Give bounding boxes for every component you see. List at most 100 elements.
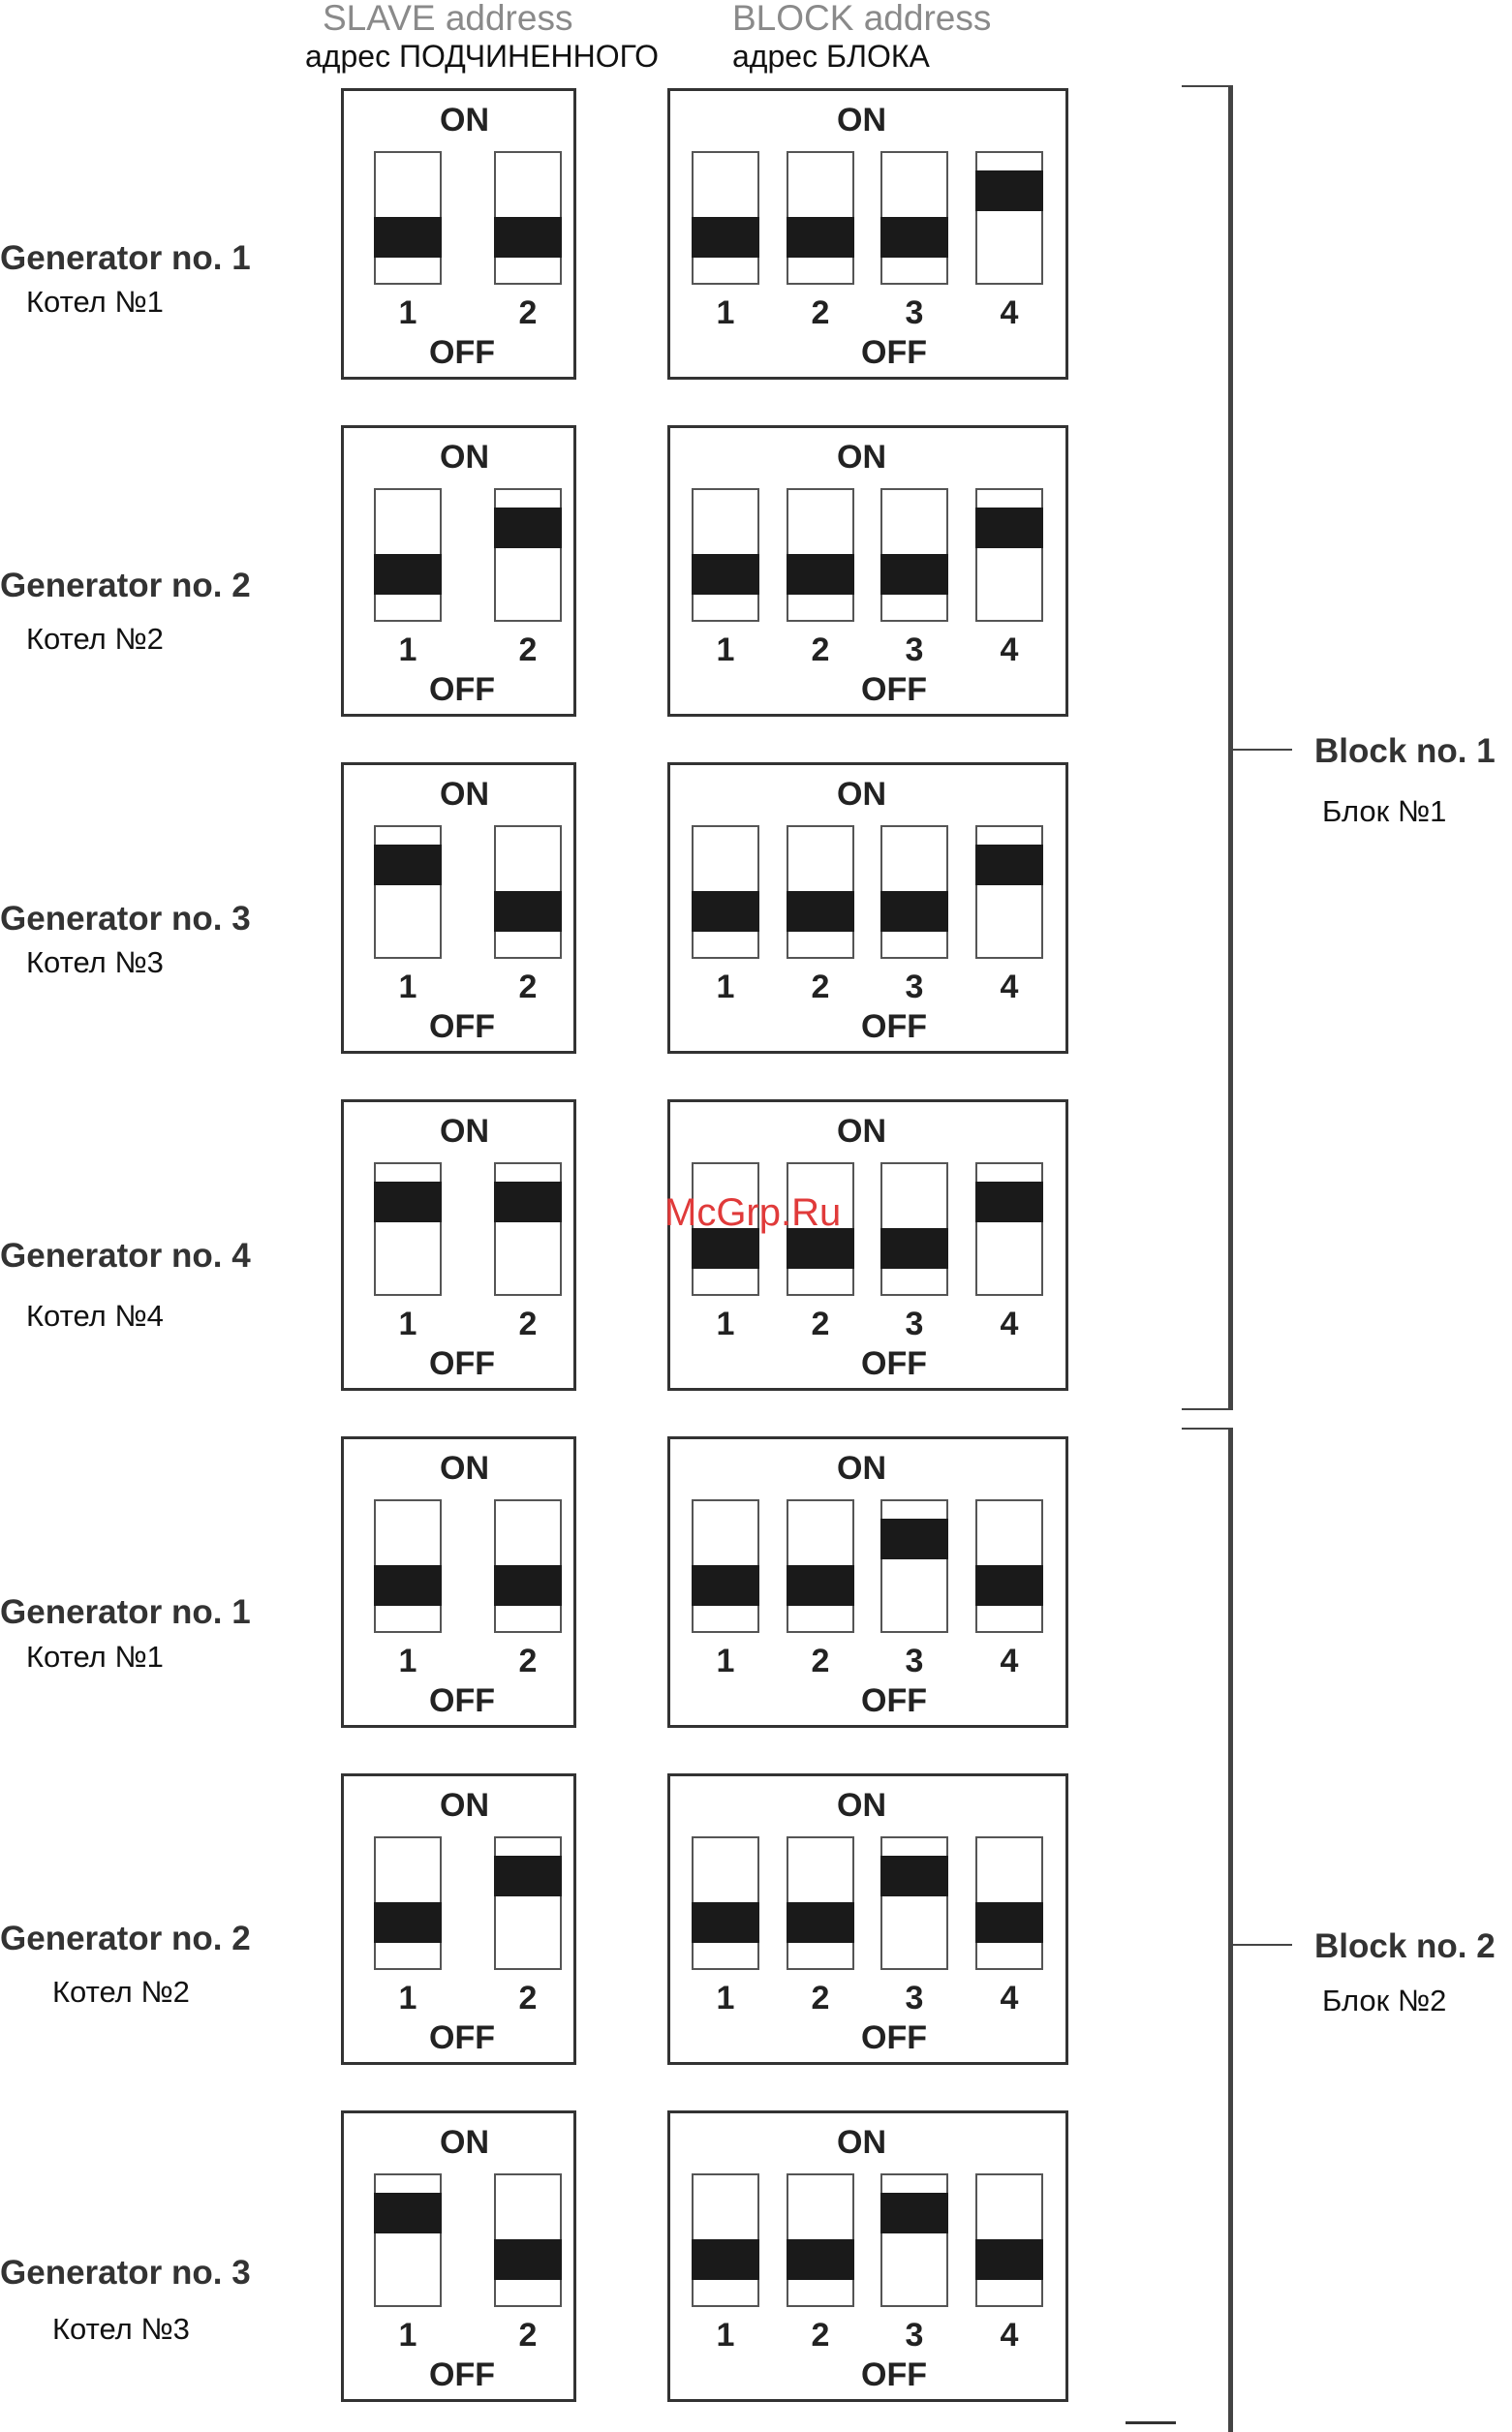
dip-switch-1[interactable] xyxy=(692,151,759,285)
on-label: ON xyxy=(440,1113,489,1150)
switch-number: 1 xyxy=(398,631,417,668)
switch-lever xyxy=(880,2193,948,2233)
dip-switch-4[interactable] xyxy=(975,2173,1043,2307)
dip-switch-2[interactable] xyxy=(494,825,562,959)
dip-switch-2[interactable] xyxy=(787,1499,854,1633)
switch-number: 4 xyxy=(1000,2317,1019,2354)
off-label: OFF xyxy=(861,1345,927,1382)
dip-switch-3[interactable] xyxy=(880,1499,948,1633)
dip-switch-4[interactable] xyxy=(975,488,1043,622)
switch-lever xyxy=(692,1228,759,1269)
dip-switch-1[interactable] xyxy=(374,2173,442,2307)
dip-switch-2[interactable] xyxy=(494,151,562,285)
dip-switch-2[interactable] xyxy=(787,488,854,622)
block-1-label: Block no. 1 xyxy=(1314,732,1496,770)
dip-switch-2[interactable] xyxy=(494,2173,562,2307)
dip-switch-1[interactable] xyxy=(692,1162,759,1296)
dip-switch-1[interactable] xyxy=(692,1499,759,1633)
dip-switch-4[interactable] xyxy=(975,825,1043,959)
dip-switch-2[interactable] xyxy=(787,2173,854,2307)
on-label: ON xyxy=(440,439,489,476)
dip-switch-3[interactable] xyxy=(880,2173,948,2307)
dip-switch-2[interactable] xyxy=(494,1499,562,1633)
switch-number: 3 xyxy=(905,294,924,331)
switch-number: 2 xyxy=(811,1306,830,1342)
switch-lever xyxy=(787,1565,854,1606)
switch-number: 3 xyxy=(905,631,924,668)
switch-lever xyxy=(494,1182,562,1222)
switch-lever xyxy=(692,891,759,932)
switch-number: 1 xyxy=(716,1306,735,1342)
dip-switch-1[interactable] xyxy=(692,1836,759,1970)
generator-label: Generator no. 3 xyxy=(0,900,251,938)
dip-switch-2[interactable] xyxy=(494,488,562,622)
dip-switch-3[interactable] xyxy=(880,825,948,959)
dip-switch-1[interactable] xyxy=(692,488,759,622)
bracket-line xyxy=(1228,85,1233,1410)
generator-label: Generator no. 4 xyxy=(0,1237,251,1275)
dip-switch-2[interactable] xyxy=(787,825,854,959)
switch-number: 1 xyxy=(398,969,417,1005)
on-label: ON xyxy=(440,1787,489,1824)
switch-number: 2 xyxy=(518,1980,538,2016)
dip-switch-1[interactable] xyxy=(374,1499,442,1633)
generator-label-ru: Котел №2 xyxy=(52,1975,190,2009)
off-label: OFF xyxy=(429,671,495,708)
switch-number: 2 xyxy=(518,1306,538,1342)
dip-switch-3[interactable] xyxy=(880,488,948,622)
switch-number: 1 xyxy=(716,2317,735,2354)
on-label: ON xyxy=(837,102,886,139)
switch-number: 2 xyxy=(518,1643,538,1679)
dip-switch-4[interactable] xyxy=(975,1162,1043,1296)
dip-switch-1[interactable] xyxy=(374,151,442,285)
switch-lever xyxy=(880,217,948,258)
off-label: OFF xyxy=(861,2019,927,2056)
dip-switch-4[interactable] xyxy=(975,1836,1043,1970)
switch-number: 4 xyxy=(1000,294,1019,331)
on-label: ON xyxy=(440,102,489,139)
switch-lever xyxy=(692,217,759,258)
switch-number: 2 xyxy=(518,294,538,331)
switch-lever xyxy=(975,170,1043,211)
dip-switch-1[interactable] xyxy=(692,825,759,959)
dip-switch-2[interactable] xyxy=(494,1836,562,1970)
dip-switch-1[interactable] xyxy=(374,1836,442,1970)
switch-number: 4 xyxy=(1000,969,1019,1005)
switch-number: 2 xyxy=(518,2317,538,2354)
generator-label-ru: Котел №1 xyxy=(26,1640,164,1674)
dip-switch-2[interactable] xyxy=(494,1162,562,1296)
dip-switch-2[interactable] xyxy=(787,1836,854,1970)
block-address-title-ru: адрес БЛОКА xyxy=(732,39,930,74)
switch-lever xyxy=(494,217,562,258)
off-label: OFF xyxy=(429,2019,495,2056)
dip-switch-3[interactable] xyxy=(880,1162,948,1296)
dip-switch-1[interactable] xyxy=(374,488,442,622)
dip-switch-4[interactable] xyxy=(975,151,1043,285)
dip-switch-3[interactable] xyxy=(880,151,948,285)
switch-lever xyxy=(975,1182,1043,1222)
switch-lever xyxy=(975,845,1043,885)
switch-number: 1 xyxy=(398,1306,417,1342)
dip-switch-1[interactable] xyxy=(374,825,442,959)
generator-label: Generator no. 3 xyxy=(0,2254,251,2292)
on-label: ON xyxy=(837,439,886,476)
dip-switch-2[interactable] xyxy=(787,151,854,285)
dip-switch-2[interactable] xyxy=(787,1162,854,1296)
switch-number: 2 xyxy=(811,631,830,668)
dip-switch-1[interactable] xyxy=(692,2173,759,2307)
dip-switch-3[interactable] xyxy=(880,1836,948,1970)
dip-switch-1[interactable] xyxy=(374,1162,442,1296)
switch-lever xyxy=(975,508,1043,548)
bracket-bottom-tick xyxy=(1182,1408,1232,1410)
switch-number: 1 xyxy=(716,294,735,331)
dip-switch-4[interactable] xyxy=(975,1499,1043,1633)
switch-lever xyxy=(975,2239,1043,2280)
off-label: OFF xyxy=(861,1682,927,1719)
switch-number: 3 xyxy=(905,1306,924,1342)
